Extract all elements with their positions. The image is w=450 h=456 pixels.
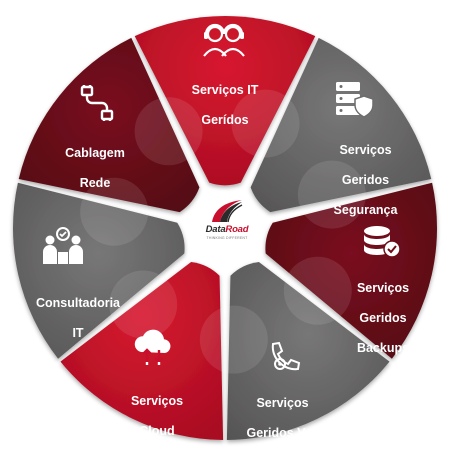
server-shield-icon — [336, 82, 374, 118]
segment-voz[interactable] — [226, 261, 390, 440]
label-line: Serviços — [130, 394, 184, 408]
segment-it[interactable] — [134, 16, 316, 186]
label-line: Serviços IT — [191, 83, 259, 97]
logo-text: DataRoad — [196, 224, 258, 235]
label-line: Serviços — [256, 396, 309, 410]
label-line: Backups — [356, 341, 410, 355]
segment-overlap-cloud — [109, 270, 178, 339]
label-line: Rede — [79, 176, 111, 190]
label-consultadoria-it[interactable]: Consultadoria IT — [23, 281, 133, 356]
label-line: Consultadoria — [35, 296, 121, 310]
cloud-upload-download-icon — [134, 329, 171, 365]
segment-overlap-backups — [283, 256, 352, 325]
center-logo: DataRoad THINKING DIFFERENT — [196, 198, 258, 248]
segment-overlap-consultadoria — [80, 177, 149, 246]
label-cablagem-rede[interactable]: Cablagem Rede — [50, 131, 140, 206]
label-line: Cloud — [139, 424, 175, 438]
label-line: Segurança — [333, 203, 398, 217]
segment-cablagem[interactable] — [18, 37, 200, 213]
label-line: Cablagem — [65, 146, 125, 160]
logo-text-data: Data — [205, 224, 226, 235]
label-servicos-cloud[interactable]: Serviços Cloud — [112, 379, 202, 454]
logo-text-road: Road — [225, 224, 249, 235]
segment-overlap-it — [231, 89, 300, 158]
cable-plug-icon — [80, 85, 114, 121]
segment-overlap-seguranca — [297, 160, 366, 229]
headset-support-icon — [203, 23, 245, 57]
label-line: Geridos — [359, 311, 407, 325]
label-line: Serviços — [356, 281, 410, 295]
label-servicos-it[interactable]: Serviços IT Gerídos — [170, 68, 280, 143]
segment-overlap-cablagem — [134, 97, 203, 166]
label-line: IT — [72, 326, 84, 340]
label-servicos-seguranca[interactable]: Serviços Geridos Segurança — [318, 128, 413, 233]
logo-road-icon — [212, 200, 243, 223]
database-check-icon — [364, 226, 401, 258]
label-line: Geridos Voz — [246, 426, 319, 440]
segment-overlap-voz — [199, 305, 268, 374]
consulting-people-icon — [43, 227, 83, 264]
segment-consultadoria[interactable] — [13, 182, 185, 359]
label-servicos-backups[interactable]: Serviços Geridos Backups — [338, 266, 428, 371]
label-servicos-voz[interactable]: Serviços Geridos Voz — [235, 381, 330, 456]
segment-backups[interactable] — [265, 182, 438, 359]
segment-seguranca[interactable] — [250, 37, 432, 213]
label-line: Gerídos — [201, 113, 249, 127]
label-line: Serviços — [339, 143, 392, 157]
logo-tagline: THINKING DIFFERENT — [206, 236, 248, 240]
label-line: Geridos — [341, 173, 390, 187]
phone-gear-icon — [271, 341, 301, 371]
